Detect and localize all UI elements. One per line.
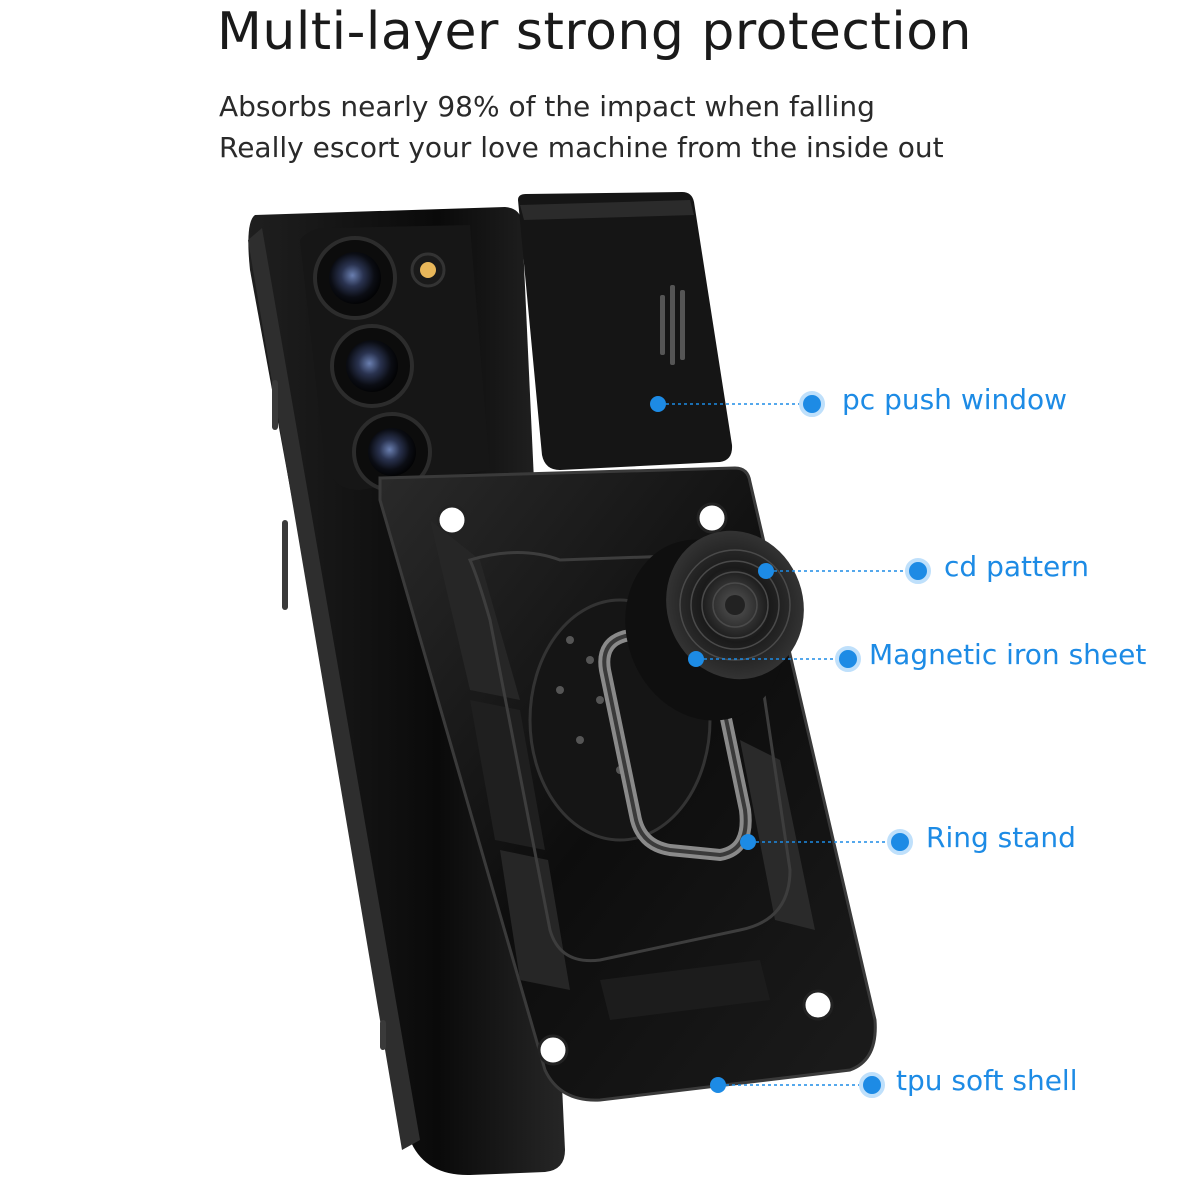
callout-leaders: [650, 391, 931, 1098]
subtitle-line-2: Really escort your love machine from the…: [219, 131, 944, 164]
callout-magnetic-iron-sheet: Magnetic iron sheet: [869, 638, 1147, 671]
ring-stand: [598, 628, 752, 862]
pc-push-window: [518, 192, 733, 470]
page-title: Multi-layer strong protection: [217, 2, 973, 62]
callout-tpu-soft-shell: tpu soft shell: [896, 1064, 1078, 1097]
subtitle-line-1: Absorbs nearly 98% of the impact when fa…: [219, 90, 875, 123]
camera-module: [300, 225, 490, 492]
callout-cd-pattern: cd pattern: [944, 550, 1089, 583]
callout-pc-push-window: pc push window: [842, 383, 1068, 416]
callout-ring-stand: Ring stand: [926, 821, 1076, 854]
